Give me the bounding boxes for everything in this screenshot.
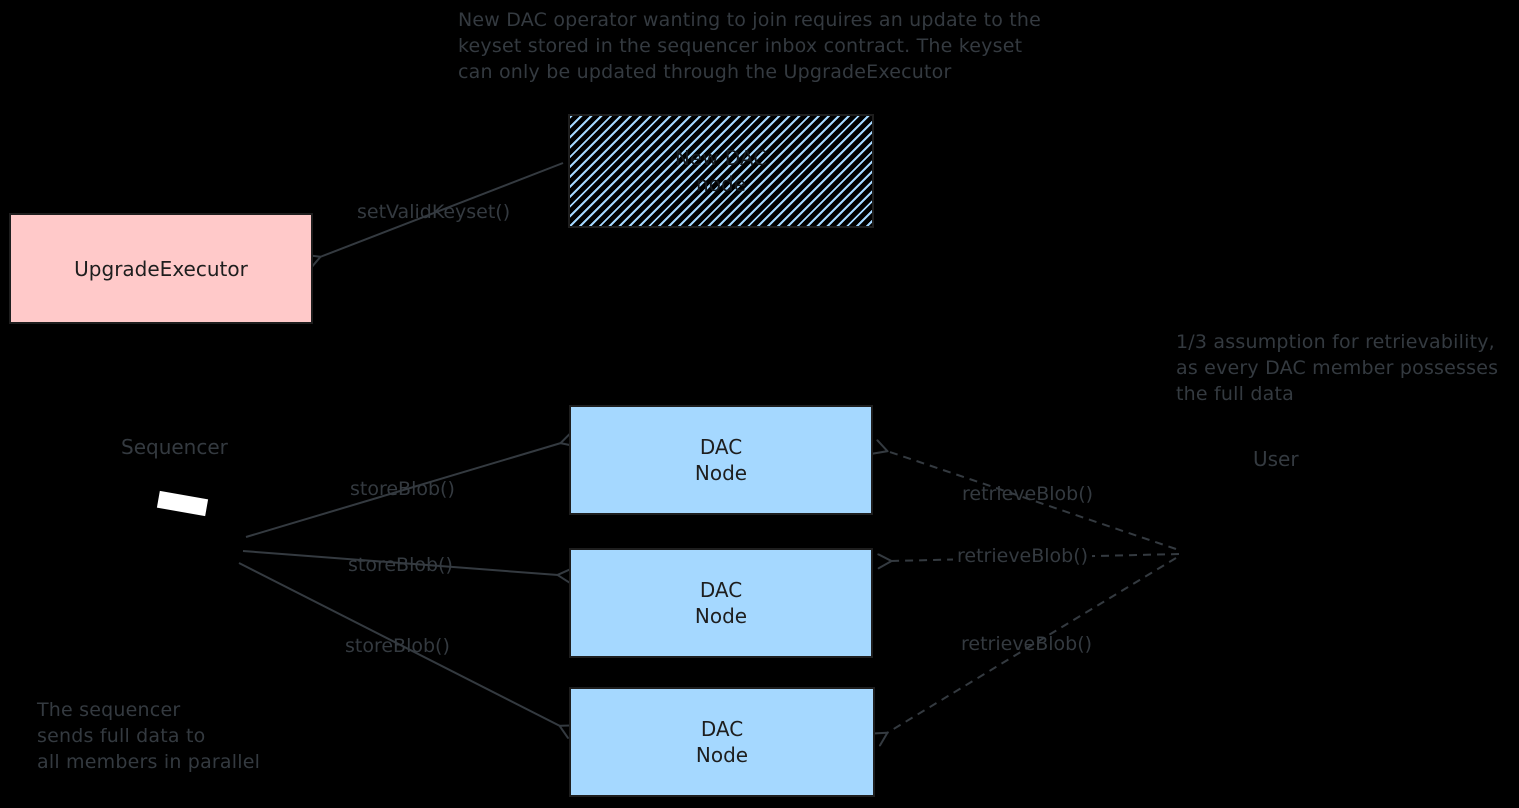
dac-node-label: DAC Node — [694, 435, 748, 485]
dac-node-label: DAC Node — [695, 717, 749, 767]
dac-node-box-3: DAC Node — [569, 687, 875, 797]
retrieve-blob-label-1: retrieveBlob() — [962, 483, 1094, 505]
sequencer-chip — [156, 490, 209, 517]
retrieve-blob-label-2: retrieveBlob() — [953, 545, 1093, 567]
user-label: User — [1253, 447, 1299, 471]
retrievability-note: 1/3 assumption for retrievability, as ev… — [1176, 331, 1499, 405]
dac-node-box-1: DAC Node — [569, 405, 873, 515]
store-blob-label-3: storeBlob() — [345, 635, 450, 657]
upgrade-executor-box: UpgradeExecutor — [9, 213, 313, 324]
top-note: New DAC operator wanting to join require… — [458, 9, 1042, 83]
retrieve-blob-label-3: retrieveBlob() — [961, 633, 1093, 655]
store-blob-label-2: storeBlob() — [348, 554, 453, 576]
store-blob-label-1: storeBlob() — [350, 478, 455, 500]
sequencer-note: The sequencer sends full data to all mem… — [37, 699, 261, 773]
new-dac-node-box: New DAC node — [568, 114, 874, 228]
upgrade-executor-label: UpgradeExecutor — [74, 256, 248, 281]
dac-node-label: DAC Node — [694, 578, 748, 628]
set-valid-keyset-label: setValidKeyset() — [357, 201, 511, 223]
sequencer-label: Sequencer — [121, 435, 228, 459]
new-dac-node-label: New DAC node — [674, 146, 768, 196]
dac-node-box-2: DAC Node — [569, 548, 873, 658]
